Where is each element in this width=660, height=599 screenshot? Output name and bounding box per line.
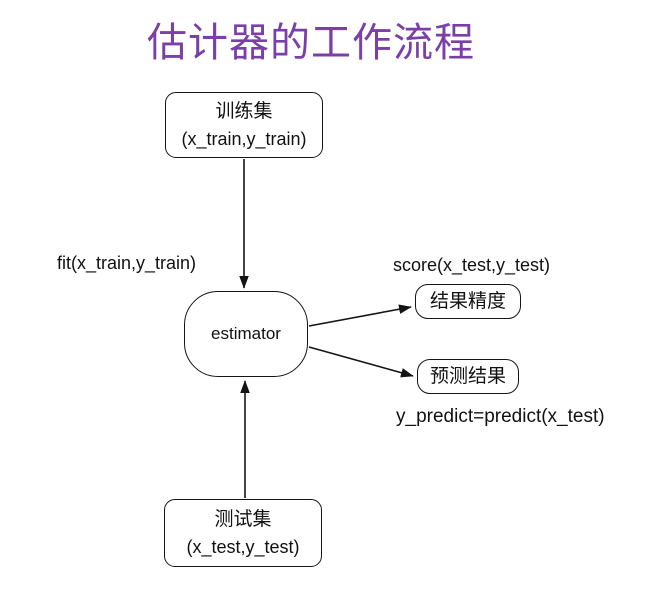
result-accuracy-label: 结果精度 [429,290,506,312]
test-set-vars: (x_test,y_test) [186,536,300,557]
result-accuracy-node: 结果精度 [415,284,521,319]
predict-call-label: y_predict=predict(x_test) [396,406,605,427]
predict-result-label: 预测结果 [429,365,506,387]
predict-result-node: 预测结果 [417,359,519,394]
test-set-node: 测试集 (x_test,y_test) [164,499,322,567]
fit-call-label: fit(x_train,y_train) [57,253,197,273]
arrow-estimator-to-accuracy [308,304,412,327]
estimator-node: estimator [184,291,308,377]
train-set-vars: (x_train,y_train) [181,128,307,149]
arrow-estimator-to-predict [308,346,414,378]
estimator-label: estimator [211,323,281,343]
test-set-title: 测试集 [214,509,272,531]
score-call-label: score(x_test,y_test) [393,255,551,275]
train-set-title: 训练集 [215,101,273,123]
diagram-title: 估计器的工作流程 [147,20,475,65]
train-set-node: 训练集 (x_train,y_train) [165,92,323,158]
